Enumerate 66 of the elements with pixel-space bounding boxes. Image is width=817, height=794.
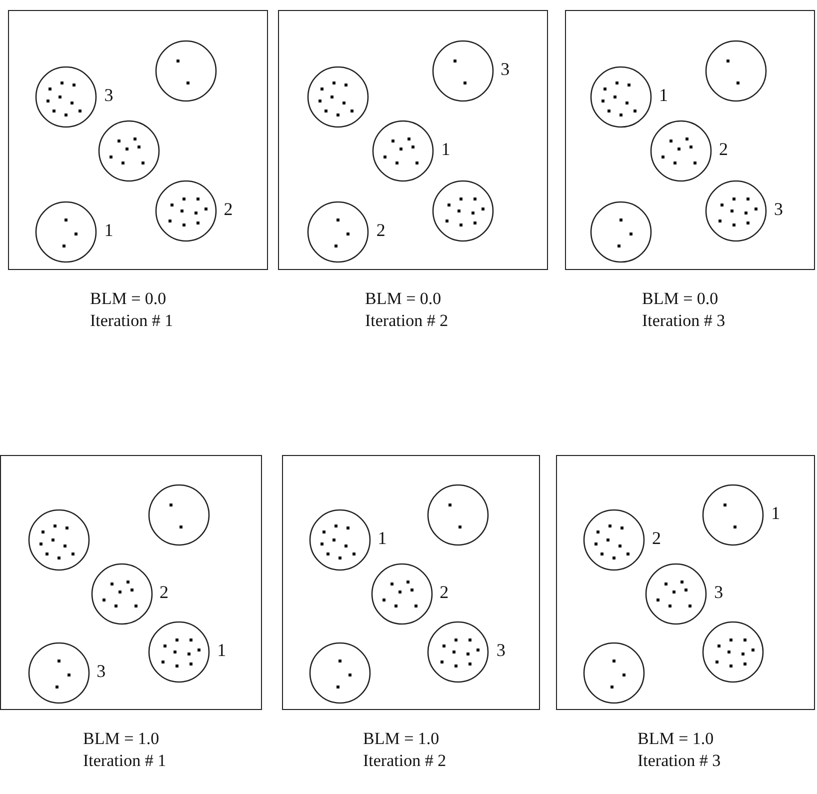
map-panel — [556, 455, 815, 710]
dotted-circle — [650, 120, 712, 182]
dotted-circle — [645, 562, 708, 625]
number-label: 1 — [771, 502, 780, 523]
dotted-circle — [590, 66, 652, 128]
dotted-circle — [705, 40, 767, 102]
blm-caption: BLM = 0.0 — [642, 288, 718, 310]
number-label: 3 — [104, 84, 114, 105]
number-label: 1 — [378, 528, 387, 548]
dotted-circle — [590, 201, 652, 263]
iteration-caption: Iteration # 2 — [363, 750, 446, 772]
map-panel — [8, 10, 268, 270]
dotted-circle — [705, 180, 767, 242]
iteration-caption: Iteration # 2 — [365, 310, 448, 332]
blm-caption: BLM = 1.0 — [363, 728, 440, 750]
dotted-circle — [432, 40, 494, 102]
dotted-circle — [154, 40, 217, 102]
dotted-circle — [28, 642, 90, 704]
dotted-circle — [148, 484, 210, 546]
iteration-caption: Iteration # 3 — [638, 750, 721, 772]
number-label: 2 — [160, 582, 169, 602]
number-label: 3 — [496, 640, 506, 660]
dotted-circle — [35, 66, 98, 128]
dotted-circle — [582, 509, 645, 572]
number-label: 2 — [376, 220, 386, 240]
number-label: 3 — [96, 660, 106, 681]
number-label: 1 — [659, 84, 668, 105]
number-label: 1 — [441, 139, 450, 160]
dotted-circle — [307, 66, 370, 128]
dotted-circle — [148, 621, 210, 684]
dotted-circle — [154, 180, 217, 242]
blm-caption: BLM = 1.0 — [638, 728, 714, 750]
dotted-circle — [372, 120, 434, 182]
dotted-circle — [427, 484, 490, 546]
blm-caption: BLM = 0.0 — [90, 288, 166, 310]
map-panel — [565, 10, 815, 270]
number-label: 2 — [652, 528, 661, 548]
iteration-caption: Iteration # 1 — [83, 750, 166, 772]
number-label: 2 — [440, 582, 449, 602]
number-label: 2 — [224, 199, 233, 220]
dotted-circle — [432, 180, 494, 242]
dotted-circle — [308, 509, 371, 572]
iteration-caption: Iteration # 3 — [642, 310, 726, 332]
dotted-circle — [702, 621, 764, 684]
dotted-circle — [702, 484, 764, 546]
dotted-circle — [307, 201, 370, 263]
dotted-circle — [90, 562, 153, 625]
dotted-circle — [308, 642, 371, 704]
blm-caption: BLM = 1.0 — [83, 728, 160, 750]
dotted-circle — [582, 642, 645, 704]
number-label: 2 — [719, 139, 728, 160]
map-panel — [278, 10, 548, 270]
dotted-circle — [28, 509, 90, 572]
dotted-circle — [98, 120, 160, 182]
number-label: 3 — [500, 58, 510, 79]
number-label: 1 — [217, 640, 226, 660]
number-label: 3 — [714, 582, 724, 602]
dotted-circle — [427, 621, 490, 684]
dotted-circle — [370, 562, 433, 625]
number-label: 1 — [104, 220, 114, 240]
blm-caption: BLM = 0.0 — [365, 288, 442, 310]
iteration-caption: Iteration # 1 — [90, 310, 174, 332]
map-panel — [282, 455, 540, 710]
number-label: 3 — [774, 199, 783, 220]
dotted-circle — [35, 201, 98, 263]
map-panel — [0, 455, 262, 710]
